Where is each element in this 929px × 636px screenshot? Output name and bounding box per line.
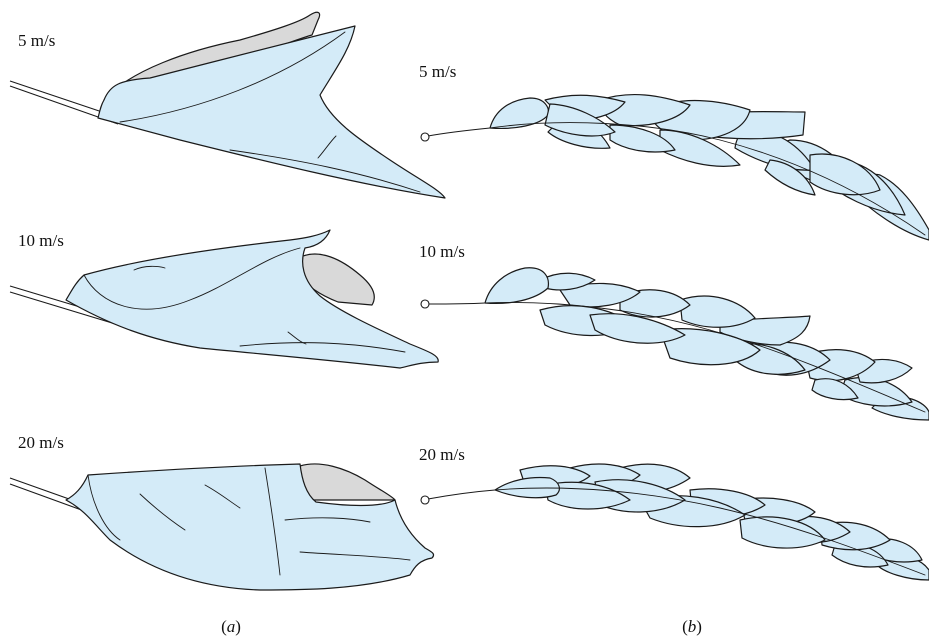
leaf-blade (98, 26, 445, 198)
panel-b: 5 m/s 10 m/s (419, 62, 929, 636)
leaflet (590, 314, 685, 344)
leaflet (810, 154, 880, 195)
stem-end (421, 496, 429, 504)
rachis (428, 490, 495, 499)
panel-b-caption: (b) (682, 617, 702, 636)
leaf-blade (66, 230, 438, 368)
rachis (428, 303, 485, 304)
panel-b-cluster-10 (421, 268, 929, 420)
panel-a: 5 m/s 10 m/s 20 m/s (10, 12, 445, 636)
panel-b-speed-label-10: 10 m/s (419, 242, 465, 261)
panel-a-leaf-5 (10, 12, 445, 198)
panel-b-speed-label-20: 20 m/s (419, 445, 465, 464)
panel-a-leaf-20 (10, 464, 434, 590)
stem-end (421, 133, 429, 141)
leaf-blade (66, 464, 434, 590)
panel-a-speed-label-5: 5 m/s (18, 31, 55, 50)
panel-a-speed-label-10: 10 m/s (18, 231, 64, 250)
panel-b-cluster-20 (421, 464, 929, 580)
panel-b-cluster-5 (421, 95, 929, 240)
panel-a-leaf-10 (10, 230, 438, 368)
leaflet (485, 268, 548, 304)
stem-end (421, 300, 429, 308)
panel-a-speed-label-20: 20 m/s (18, 433, 64, 452)
leaflet (490, 98, 548, 128)
rachis (428, 128, 490, 136)
leaf-underside (300, 464, 395, 500)
panel-b-speed-label-5: 5 m/s (419, 62, 456, 81)
leaflet (680, 296, 755, 327)
panel-a-caption: (a) (221, 617, 241, 636)
